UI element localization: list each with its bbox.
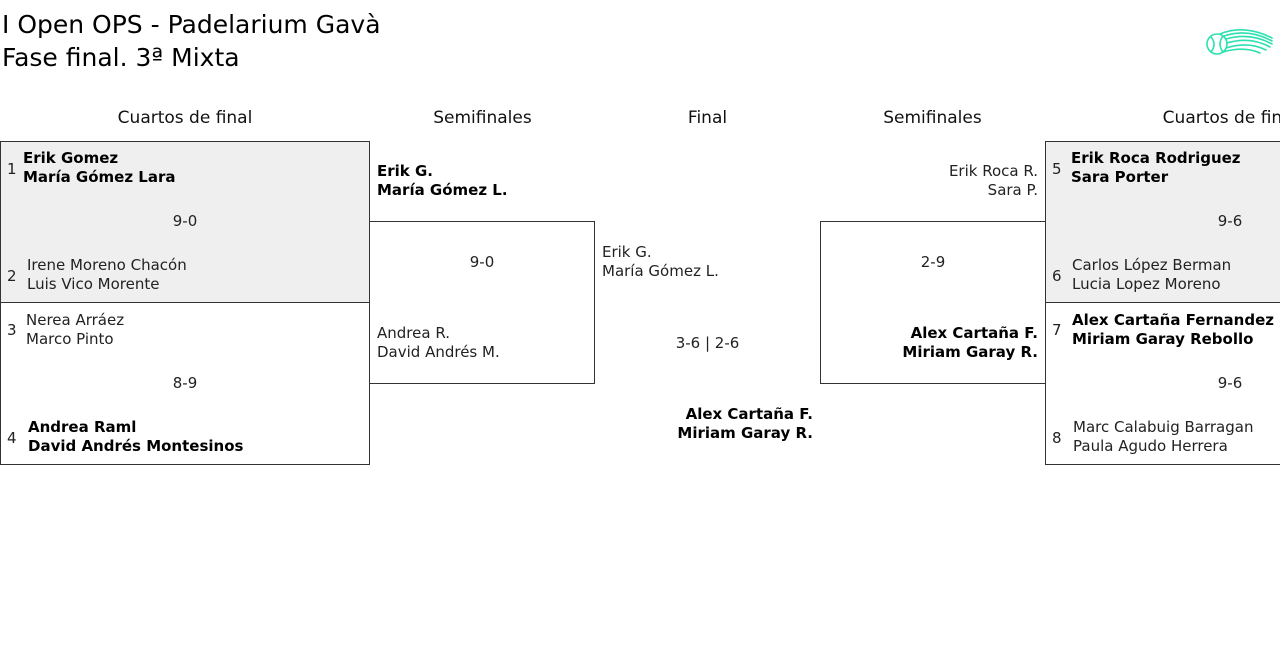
page-title: I Open OPS - Padelarium Gavà Fase final.… [2,8,381,74]
player-name: Lucia Lopez Moreno [1072,275,1221,293]
player-name: Erik Gomez [23,149,119,167]
player-name: Marc Calabuig Barragan [1073,418,1254,436]
seed-number: 3 [7,321,17,339]
seed-number: 7 [1052,321,1062,339]
qf-match-4 [1045,302,1280,465]
round-header-final: Final [687,108,728,128]
player-name: David Andrés M. [377,343,500,361]
player-name: Andrea Raml [28,418,137,436]
seed-number: 1 [7,160,17,178]
qf-1-bottom-pair: Irene Moreno Chacón Luis Vico Morente [27,256,187,294]
round-header-right-qf: Cuartos de final [1162,108,1280,128]
player-name: Luis Vico Morente [27,275,160,293]
qf-2-bottom-pair: Andrea Raml David Andrés Montesinos [28,418,243,456]
player-name: Sara P. [987,181,1038,199]
seed-number: 2 [7,267,17,285]
player-name: María Gómez Lara [23,168,176,186]
player-name: María Gómez L. [377,181,508,199]
qf-match-3 [1045,141,1280,303]
final-score: 3-6 | 2-6 [675,334,740,352]
player-name: Erik Roca Rodriguez [1071,149,1241,167]
player-name: Paula Agudo Herrera [1073,437,1228,455]
qf-1-top-pair: Erik Gomez María Gómez Lara [23,149,176,187]
qf-2-top-pair: Nerea Arráez Marco Pinto [26,311,124,349]
match-score: 9-0 [469,253,495,271]
player-name: Andrea R. [377,324,450,342]
player-name: Alex Cartaña F. [685,405,813,423]
sf-left-connector [369,221,595,384]
match-score: 9-0 [172,212,198,230]
seed-number: 4 [7,429,17,447]
sf-left-top-pair: Erik G. María Gómez L. [377,162,508,200]
sf-right-top-pair: Erik Roca R. Sara P. [949,162,1038,200]
player-name: Erik G. [377,162,433,180]
qf-3-bottom-pair: Carlos López Berman Lucia Lopez Moreno [1072,256,1231,294]
sf-left-bottom-pair: Andrea R. David Andrés M. [377,324,500,362]
qf-4-bottom-pair: Marc Calabuig Barragan Paula Agudo Herre… [1073,418,1253,456]
player-name: Nerea Arráez [26,311,125,329]
player-name: David Andrés Montesinos [28,437,244,455]
player-name: Carlos López Berman [1072,256,1232,274]
seed-number: 8 [1052,429,1062,447]
qf-3-top-pair: Erik Roca Rodriguez Sara Porter [1071,149,1241,187]
player-name: Miriam Garay R. [677,424,813,442]
round-header-left-qf: Cuartos de final [117,108,253,128]
match-score: 9-6 [1217,374,1243,392]
player-name: Irene Moreno Chacón [27,256,187,274]
seed-number: 5 [1052,160,1062,178]
seed-number: 6 [1052,267,1062,285]
sf-right-bottom-pair: Alex Cartaña F. Miriam Garay R. [902,324,1038,362]
player-name: Alex Cartaña F. [910,324,1038,342]
round-header-left-sf: Semifinales [433,108,532,128]
match-score: 8-9 [172,374,198,392]
match-score: 2-9 [920,253,946,271]
final-top-pair: Erik G. María Gómez L. [602,243,719,281]
player-name: Miriam Garay Rebollo [1072,330,1254,348]
player-name: Marco Pinto [26,330,114,348]
qf-4-top-pair: Alex Cartaña Fernandez Miriam Garay Rebo… [1072,311,1274,349]
match-score: 9-6 [1217,212,1243,230]
player-name: María Gómez L. [602,262,719,280]
player-name: Alex Cartaña Fernandez [1072,311,1274,329]
player-name: Erik G. [602,243,652,261]
player-name: Erik Roca R. [948,162,1038,180]
round-header-right-sf: Semifinales [883,108,982,128]
tennis-ball-logo-icon [1206,29,1273,55]
final-bottom-pair: Alex Cartaña F. Miriam Garay R. [677,405,813,443]
tournament-name: I Open OPS - Padelarium Gavà [2,10,381,39]
phase-name: Fase final. 3ª Mixta [2,43,240,72]
player-name: Miriam Garay R. [902,343,1038,361]
player-name: Sara Porter [1071,168,1169,186]
